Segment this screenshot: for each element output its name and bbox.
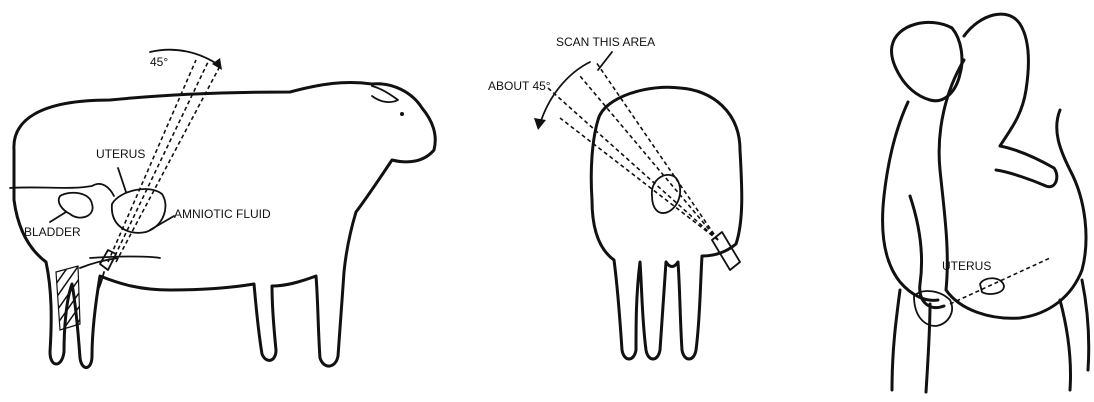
side-angle-label: 45° (150, 55, 168, 69)
rear-beam-line-1 (548, 88, 718, 240)
rear-angle-arc (540, 62, 590, 124)
hold-uterus-label: UTERUS (942, 259, 991, 273)
rear-angle-label: ABOUT 45° (488, 79, 551, 93)
side-bladder-leader (50, 212, 66, 222)
side-hindleg-line (80, 257, 160, 269)
rear-scan-leader (598, 52, 612, 70)
side-sheep-ear (372, 86, 398, 102)
side-angle-arrowhead (212, 58, 222, 70)
side-uterus-leader (118, 168, 126, 192)
held-sheep-body (939, 60, 1086, 318)
side-view-panel: 45° UTERUS BLADDER AMNIOTIC FLUID (10, 50, 435, 368)
rear-sheep-body (591, 87, 742, 359)
held-sheep-foreleg (996, 146, 1057, 187)
side-beam-line-1 (108, 60, 196, 262)
side-beam-line-2 (112, 62, 208, 262)
holder-legs (892, 290, 930, 392)
side-bladder-label: BLADDER (24, 225, 81, 239)
side-leg-hatched (56, 266, 80, 330)
rear-view-panel: SCAN THIS AREA ABOUT 45° (488, 35, 742, 359)
rear-scan-label: SCAN THIS AREA (556, 35, 655, 49)
holding-panel: UTERUS (883, 14, 1089, 392)
rear-beam-line-2 (560, 118, 718, 240)
rear-angle-arrowhead (534, 118, 546, 130)
side-uterus-label: UTERUS (96, 147, 145, 161)
hold-uterus-oval (980, 278, 1004, 294)
held-sheep-head (964, 14, 1028, 146)
side-sheep-eye (400, 112, 404, 116)
rear-beam-line-3 (580, 76, 718, 240)
side-fluid-label: AMNIOTIC FLUID (174, 207, 271, 221)
rear-target-oval (652, 175, 680, 213)
